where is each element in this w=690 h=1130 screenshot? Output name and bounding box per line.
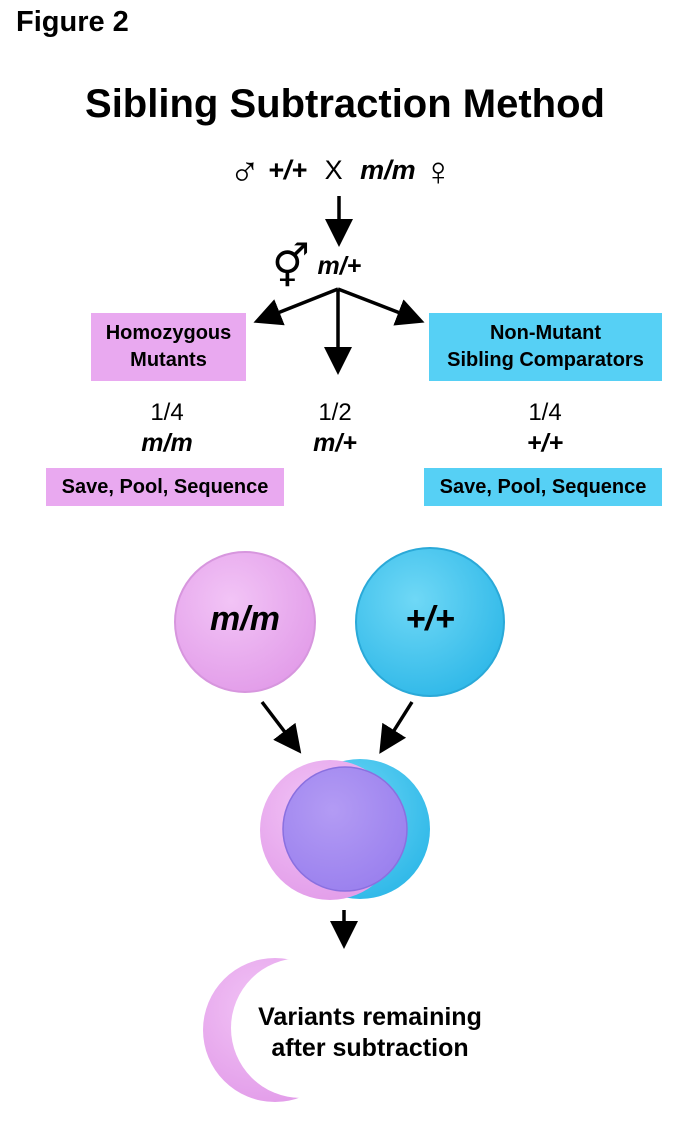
mutant-fraction: 1/4 <box>150 399 184 426</box>
result-label: Variants remaining after subtraction <box>230 1002 510 1064</box>
wildtype-pool-label: +/+ <box>405 600 455 638</box>
arrow-to-comparators <box>337 287 425 326</box>
arrow-wildtype-to-overlap <box>379 701 414 754</box>
wildtype-fraction: 1/4 <box>528 399 562 426</box>
remaining-variants-crescent <box>203 958 347 1102</box>
mutant-save-pool-sequence: Save, Pool, Sequence <box>46 468 284 506</box>
arrow-mutant-to-overlap <box>260 700 302 754</box>
cross-sign: X <box>324 155 343 185</box>
arrow-to-mutants <box>253 287 339 326</box>
female-genotype: m/m <box>360 155 416 185</box>
male-symbol-icon: ♂ <box>229 147 261 195</box>
hermaphrodite-symbol-icon: ⚥ <box>272 242 310 290</box>
result-line1: Variants remaining <box>258 1003 482 1031</box>
parental-cross: ♂ +/+ X m/m ♀ <box>229 147 454 195</box>
mutant-genotype: m/m <box>141 429 193 457</box>
result-line2: after subtraction <box>271 1034 469 1062</box>
female-symbol-icon: ♀ <box>423 149 454 194</box>
heterozygous-fraction-group: 1/2 m/+ <box>275 398 395 458</box>
wildtype-save-pool-sequence: Save, Pool, Sequence <box>424 468 662 506</box>
male-genotype: +/+ <box>268 155 308 185</box>
diagram-title: Sibling Subtraction Method <box>85 82 605 126</box>
heterozygous-genotype: m/+ <box>313 429 357 457</box>
heterozygous-fraction: 1/2 <box>318 399 352 426</box>
mutant-pool-circle <box>174 551 316 693</box>
comparators-label-line1: Non-Mutant <box>489 322 602 344</box>
wildtype-genotype: +/+ <box>526 429 564 457</box>
offspring-genotype: m/+ <box>317 252 362 280</box>
f1-offspring: ⚥ m/+ <box>272 240 361 290</box>
wildtype-fraction-group: 1/4 +/+ <box>485 398 605 458</box>
mutant-pool-label: m/m <box>210 600 280 638</box>
wildtype-pool-circle <box>355 547 505 697</box>
overlap-shared-circle <box>282 766 408 892</box>
comparators-label-line2: Sibling Comparators <box>447 349 644 371</box>
mutant-fraction-group: 1/4 m/m <box>107 398 227 458</box>
homozygous-label-line2: Mutants <box>130 349 207 371</box>
homozygous-label-line1: Homozygous <box>105 322 232 344</box>
figure-label: Figure 2 <box>16 6 129 38</box>
